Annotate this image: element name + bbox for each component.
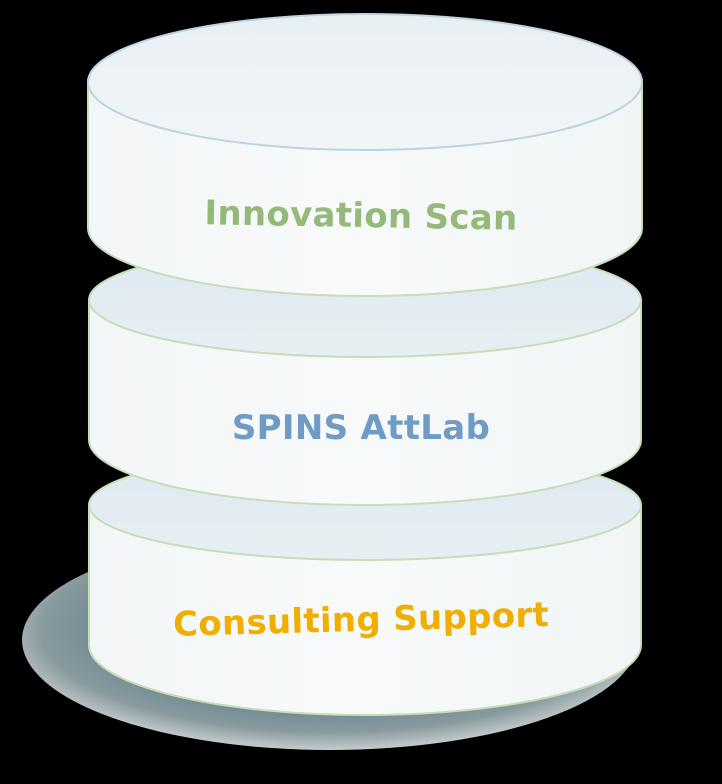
cylinder-tier-top xyxy=(87,13,643,297)
tier-label-spins-attlab: SPINS AttLab xyxy=(231,408,491,448)
